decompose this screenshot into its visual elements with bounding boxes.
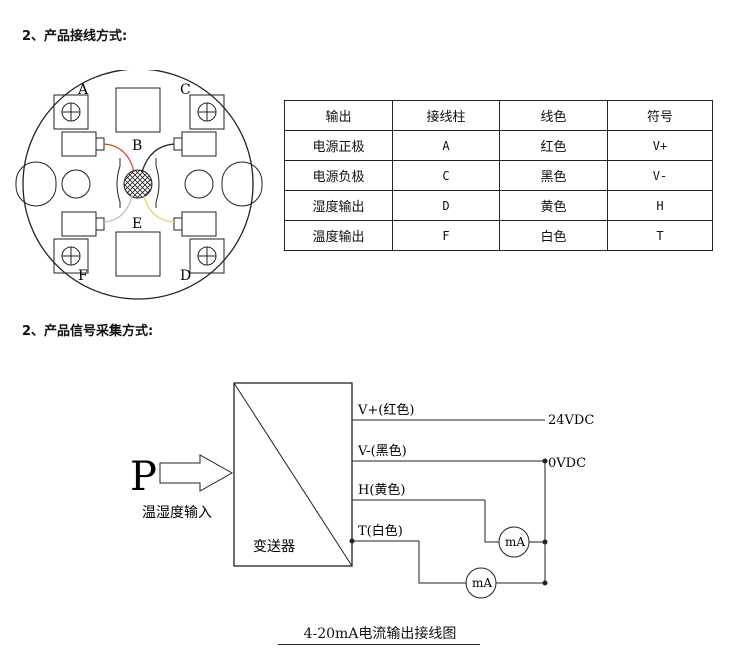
signal-heading: 2、产品信号采集方式: <box>22 324 154 339</box>
transmitter-box <box>233 382 353 567</box>
wiring-heading: 2、产品接线方式: <box>22 29 128 44</box>
supply-pos-label: 24VDC <box>548 413 594 428</box>
wire-black <box>141 143 175 173</box>
right-slot <box>221 161 263 207</box>
table-header: 输出 <box>284 100 393 131</box>
table-row: 温度输出 F 白色 T <box>284 220 713 251</box>
cable-bundle <box>123 169 153 199</box>
wire-white <box>103 195 133 223</box>
transmitter-diagonal <box>233 382 353 567</box>
wire-red <box>103 143 135 173</box>
terminal-A <box>53 94 105 157</box>
terminal-board-diagram: A B C E F D <box>15 70 263 300</box>
table-cell: 电源负极 <box>284 160 393 191</box>
node-dot <box>542 539 548 545</box>
table-header: 接线柱 <box>392 100 500 131</box>
table-cell: D <box>392 190 500 221</box>
table-cell: 黑色 <box>499 160 608 191</box>
table-cell: 红色 <box>499 130 608 161</box>
table-cell: C <box>392 160 500 191</box>
table-cell: A <box>392 130 500 161</box>
table-cell: 湿度输出 <box>284 190 393 221</box>
terminal-D <box>173 211 225 274</box>
wire-yellow <box>143 195 175 223</box>
node-dot <box>542 580 548 586</box>
line-label-t: T(白色) <box>358 523 403 539</box>
circuit-diagram: P 温湿度输入 变送器 V+(红色) 24VDC V-(黑色) 0VDC H(黄… <box>130 382 594 599</box>
table-header: 线色 <box>499 100 608 131</box>
table-cell: 温度输出 <box>284 220 393 251</box>
supply-neg-label: 0VDC <box>548 456 586 471</box>
terminal-F <box>53 211 105 274</box>
table-cell: V- <box>607 160 713 191</box>
table-cell: F <box>392 220 500 251</box>
lower-square <box>115 231 161 277</box>
cable-hub <box>116 158 160 208</box>
input-symbol: P <box>130 454 157 500</box>
right-hole <box>184 169 214 199</box>
diagram-caption: 4-20mA电流输出接线图 <box>303 626 457 642</box>
table-cell: H <box>607 190 713 221</box>
left-hole <box>61 169 91 199</box>
table-cell: 黄色 <box>499 190 608 221</box>
transmitter-label: 变送器 <box>253 539 295 555</box>
table-cell: T <box>607 220 713 251</box>
line-h-drop <box>484 500 499 543</box>
table-header-row: 输出 接线柱 线色 符号 <box>284 100 713 131</box>
table-row: 电源负极 C 黑色 V- <box>284 160 713 191</box>
board-outline <box>22 70 254 300</box>
line-t-drop <box>418 541 466 584</box>
wiring-table: 输出 接线柱 线色 符号 电源正极 A 红色 V+ 电源负极 C 黑色 V- 湿… <box>284 100 713 251</box>
node-dot <box>542 458 548 464</box>
label-B: B <box>132 138 142 154</box>
label-A: A <box>77 82 89 98</box>
left-slot <box>15 161 57 207</box>
label-E: E <box>132 216 142 232</box>
line-label-vplus: V+(红色) <box>357 402 414 418</box>
label-D: D <box>180 268 191 284</box>
label-C: C <box>180 82 191 98</box>
label-F: F <box>78 268 88 284</box>
table-cell: 电源正极 <box>284 130 393 161</box>
ma-meter-t-label: mA <box>472 576 492 590</box>
table-header: 符号 <box>607 100 713 131</box>
upper-square <box>115 87 161 133</box>
table-row: 湿度输出 D 黄色 H <box>284 190 713 221</box>
caption-underline <box>278 644 480 645</box>
table-cell: 白色 <box>499 220 608 251</box>
node-dot <box>349 538 355 544</box>
line-label-vminus: V-(黑色) <box>357 443 407 459</box>
terminal-C <box>173 94 225 157</box>
input-label: 温湿度输入 <box>142 505 212 521</box>
ma-meter-h-label: mA <box>505 535 525 549</box>
input-arrow <box>159 454 234 492</box>
line-label-h: H(黄色) <box>358 482 405 498</box>
table-cell: V+ <box>607 130 713 161</box>
table-row: 电源正极 A 红色 V+ <box>284 130 713 161</box>
